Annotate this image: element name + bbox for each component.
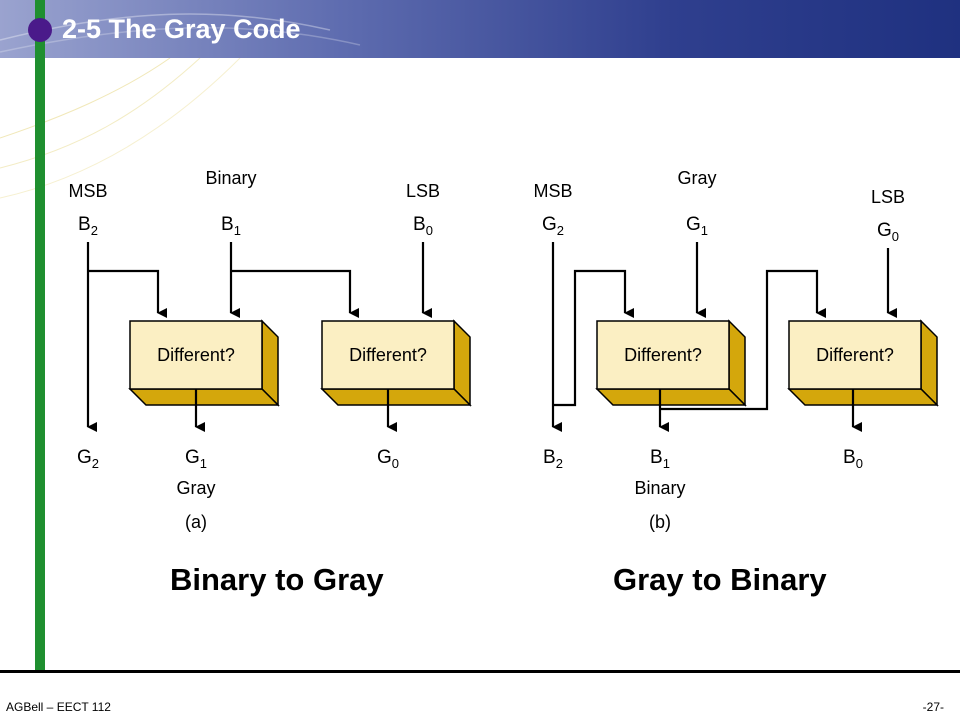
footer-rule xyxy=(0,670,960,673)
b-gate-2-bottom xyxy=(787,388,939,406)
b-gate-1-label: Different? xyxy=(624,345,702,365)
b-input-g0: G0 xyxy=(877,220,899,244)
b-wire-b1-gate2 xyxy=(660,269,826,411)
b-wire-b2-gate1 xyxy=(553,269,634,407)
b-gate-1-bottom xyxy=(595,388,747,406)
a-gate-2 xyxy=(321,320,455,390)
a-gate-1 xyxy=(129,320,263,390)
green-side-bar xyxy=(35,0,45,672)
b-lsb-label: LSB xyxy=(871,187,905,207)
b-input-g1: G1 xyxy=(686,214,708,238)
a-group-label: Binary xyxy=(205,168,256,188)
b-sub-label: (b) xyxy=(649,512,671,532)
a-gate-2-label: Different? xyxy=(349,345,427,365)
footer-author: AGBell – EECT 112 xyxy=(6,700,111,714)
a-output-g0: G0 xyxy=(377,447,399,471)
caption-binary-to-gray: Binary to Gray xyxy=(170,562,384,597)
b-output-b1: B1 xyxy=(650,447,670,471)
a-gate-1-label: Different? xyxy=(157,345,235,365)
page-title: 2-5 The Gray Code xyxy=(62,14,301,44)
a-gate-2-bottom xyxy=(320,388,472,406)
a-msb-label: MSB xyxy=(68,181,107,201)
caption-gray-to-binary: Gray to Binary xyxy=(613,562,827,597)
b-group-label: Gray xyxy=(677,168,716,188)
a-input-b0: B0 xyxy=(413,214,433,238)
b-gate-1 xyxy=(596,320,730,390)
a-output-g1: G1 xyxy=(185,447,207,471)
b-gate-2 xyxy=(788,320,922,390)
decor-swoosh xyxy=(0,58,241,199)
a-input-b1: B1 xyxy=(221,214,241,238)
header-bar: 2-5 The Gray Code xyxy=(0,0,960,58)
b-output-b0: B0 xyxy=(843,447,863,471)
b-output-group-label: Binary xyxy=(634,478,685,498)
a-wire-b2-gate1 xyxy=(88,269,167,318)
b-input-g2: G2 xyxy=(542,214,564,238)
b-msb-label: MSB xyxy=(533,181,572,201)
a-wire-b1-gate2 xyxy=(231,269,359,318)
a-sub-label: (a) xyxy=(185,512,207,532)
b-output-b2: B2 xyxy=(543,447,563,471)
a-lsb-label: LSB xyxy=(406,181,440,201)
title-bullet-icon xyxy=(28,18,52,42)
a-output-g2: G2 xyxy=(77,447,99,471)
b-gate-2-label: Different? xyxy=(816,345,894,365)
a-input-b2: B2 xyxy=(78,214,98,238)
a-output-group-label: Gray xyxy=(176,478,215,498)
a-gate-1-bottom xyxy=(128,388,280,406)
page-number: -27- xyxy=(922,700,944,714)
